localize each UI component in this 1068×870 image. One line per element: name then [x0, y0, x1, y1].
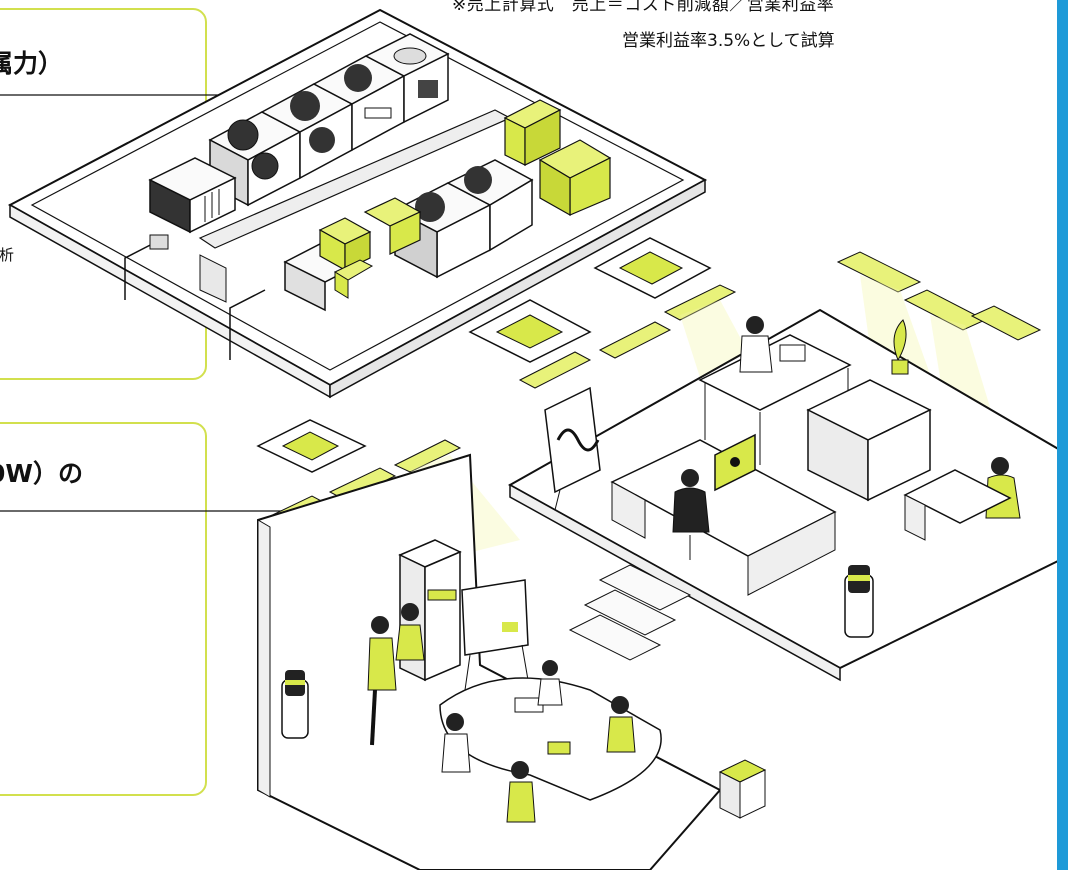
air-purifier	[281, 670, 309, 739]
info-card-top-title: 属力）	[0, 49, 64, 78]
stairs	[568, 564, 692, 661]
ceiling-ac-unit	[593, 237, 712, 299]
pipe	[124, 234, 266, 360]
person	[441, 713, 471, 773]
hvac-unit	[312, 55, 406, 152]
flipchart	[461, 579, 529, 691]
yellow-duct	[503, 99, 612, 217]
whiteboard	[544, 386, 601, 511]
person	[537, 660, 563, 706]
info-card-bottom-title: 0W）の	[0, 459, 83, 488]
side-accent-bar	[1057, 0, 1068, 870]
ceiling-ac-unit	[468, 299, 592, 363]
cabinet	[806, 379, 932, 502]
operating-margin-note: 営業利益率3.5%として試算	[622, 31, 835, 51]
air-purifier	[844, 565, 874, 638]
person	[672, 469, 710, 560]
hvac-unit	[260, 83, 354, 180]
person	[506, 761, 536, 823]
hvac-unit	[446, 159, 534, 252]
hvac-unit	[148, 157, 237, 234]
info-card-bottom: 0W）の	[0, 422, 207, 796]
desk	[903, 469, 1012, 541]
plant	[891, 319, 909, 375]
person	[606, 696, 636, 753]
rooftop-platform	[7, 8, 708, 399]
person	[395, 603, 425, 661]
monitor	[714, 433, 756, 492]
person	[367, 616, 397, 746]
hvac-unit	[364, 33, 450, 124]
ceiling-ac-unit	[256, 419, 367, 473]
sales-formula-note: ※売上計算式 売上＝コスト削減額／営業利益率	[452, 0, 835, 15]
person	[739, 316, 806, 373]
yellow-duct	[318, 197, 422, 299]
leader-line-bottom	[0, 506, 297, 516]
desk	[610, 439, 837, 596]
info-card-top-fragment: 析	[0, 246, 15, 264]
drawer-cabinet	[718, 759, 767, 819]
